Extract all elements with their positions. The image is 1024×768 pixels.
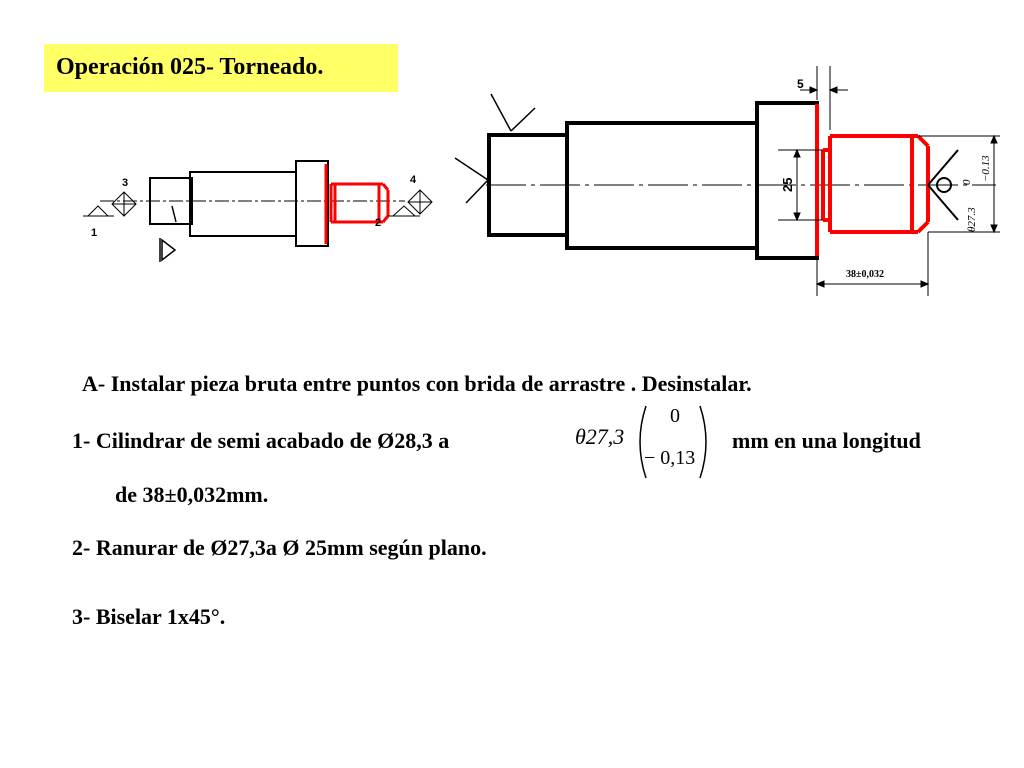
step-1-continued: de 38±0,032mm. xyxy=(115,482,269,507)
small-machined-section xyxy=(324,164,390,244)
small-shaft-drawing: 1 2 3 4 xyxy=(83,160,433,262)
large-machined-section xyxy=(815,104,930,256)
large-clamp-marks xyxy=(454,93,536,204)
small-shaft-left-step xyxy=(149,177,193,225)
datum-label-3: 3 xyxy=(122,177,128,189)
datum-label-1: 1 xyxy=(91,227,97,239)
dim-25 xyxy=(778,148,823,222)
dim-5-label: 5 xyxy=(797,77,804,91)
datum-4-symbol xyxy=(407,189,433,215)
step-1-start: 1- Cilindrar de semi acabado de Ø28,3 a xyxy=(72,428,450,453)
large-datum-symbol xyxy=(927,149,959,221)
datum-3-symbol xyxy=(111,191,137,217)
datum-1-symbol xyxy=(83,205,114,217)
dim-38-label: 38±0,032 xyxy=(846,269,884,280)
step-3: 3- Biselar 1x45°. xyxy=(72,604,226,629)
dim-diameter-right xyxy=(918,134,1000,234)
step-1-end: mm en una longitud xyxy=(732,428,921,453)
small-shaft-body xyxy=(189,171,297,237)
svg-text:−0.13: −0.13 xyxy=(980,155,992,182)
step-1-tol-lower: − 0,13 xyxy=(644,447,696,469)
step-1-tol-upper: 0 xyxy=(670,405,680,427)
dim-5 xyxy=(800,66,848,130)
tolerance-brackets xyxy=(639,405,707,479)
svg-text:0: 0 xyxy=(961,179,973,185)
datum-label-4: 4 xyxy=(410,174,417,186)
datum-label-2: 2 xyxy=(375,217,381,229)
step-2: 2- Ranurar de Ø27,3a Ø 25mm según plano. xyxy=(72,535,487,560)
clamp-support-symbol xyxy=(159,205,177,262)
step-a: A- Instalar pieza bruta entre puntos con… xyxy=(82,371,752,396)
dim-38 xyxy=(815,232,930,296)
dim-25-label: 25 xyxy=(780,178,795,192)
svg-text:θ27.3: θ27.3 xyxy=(966,207,978,232)
datum-2-symbol xyxy=(388,205,420,217)
step-1-tol-base: θ27,3 xyxy=(575,424,625,449)
dim-diameter-right-label: θ27.3 0 −0.13 xyxy=(961,155,992,232)
operation-title: Operación 025- Torneado. xyxy=(44,44,398,92)
large-shaft-drawing: 5 25 38±0,032 θ27.3 0 xyxy=(454,66,1000,296)
small-shaft-flange xyxy=(295,160,329,247)
